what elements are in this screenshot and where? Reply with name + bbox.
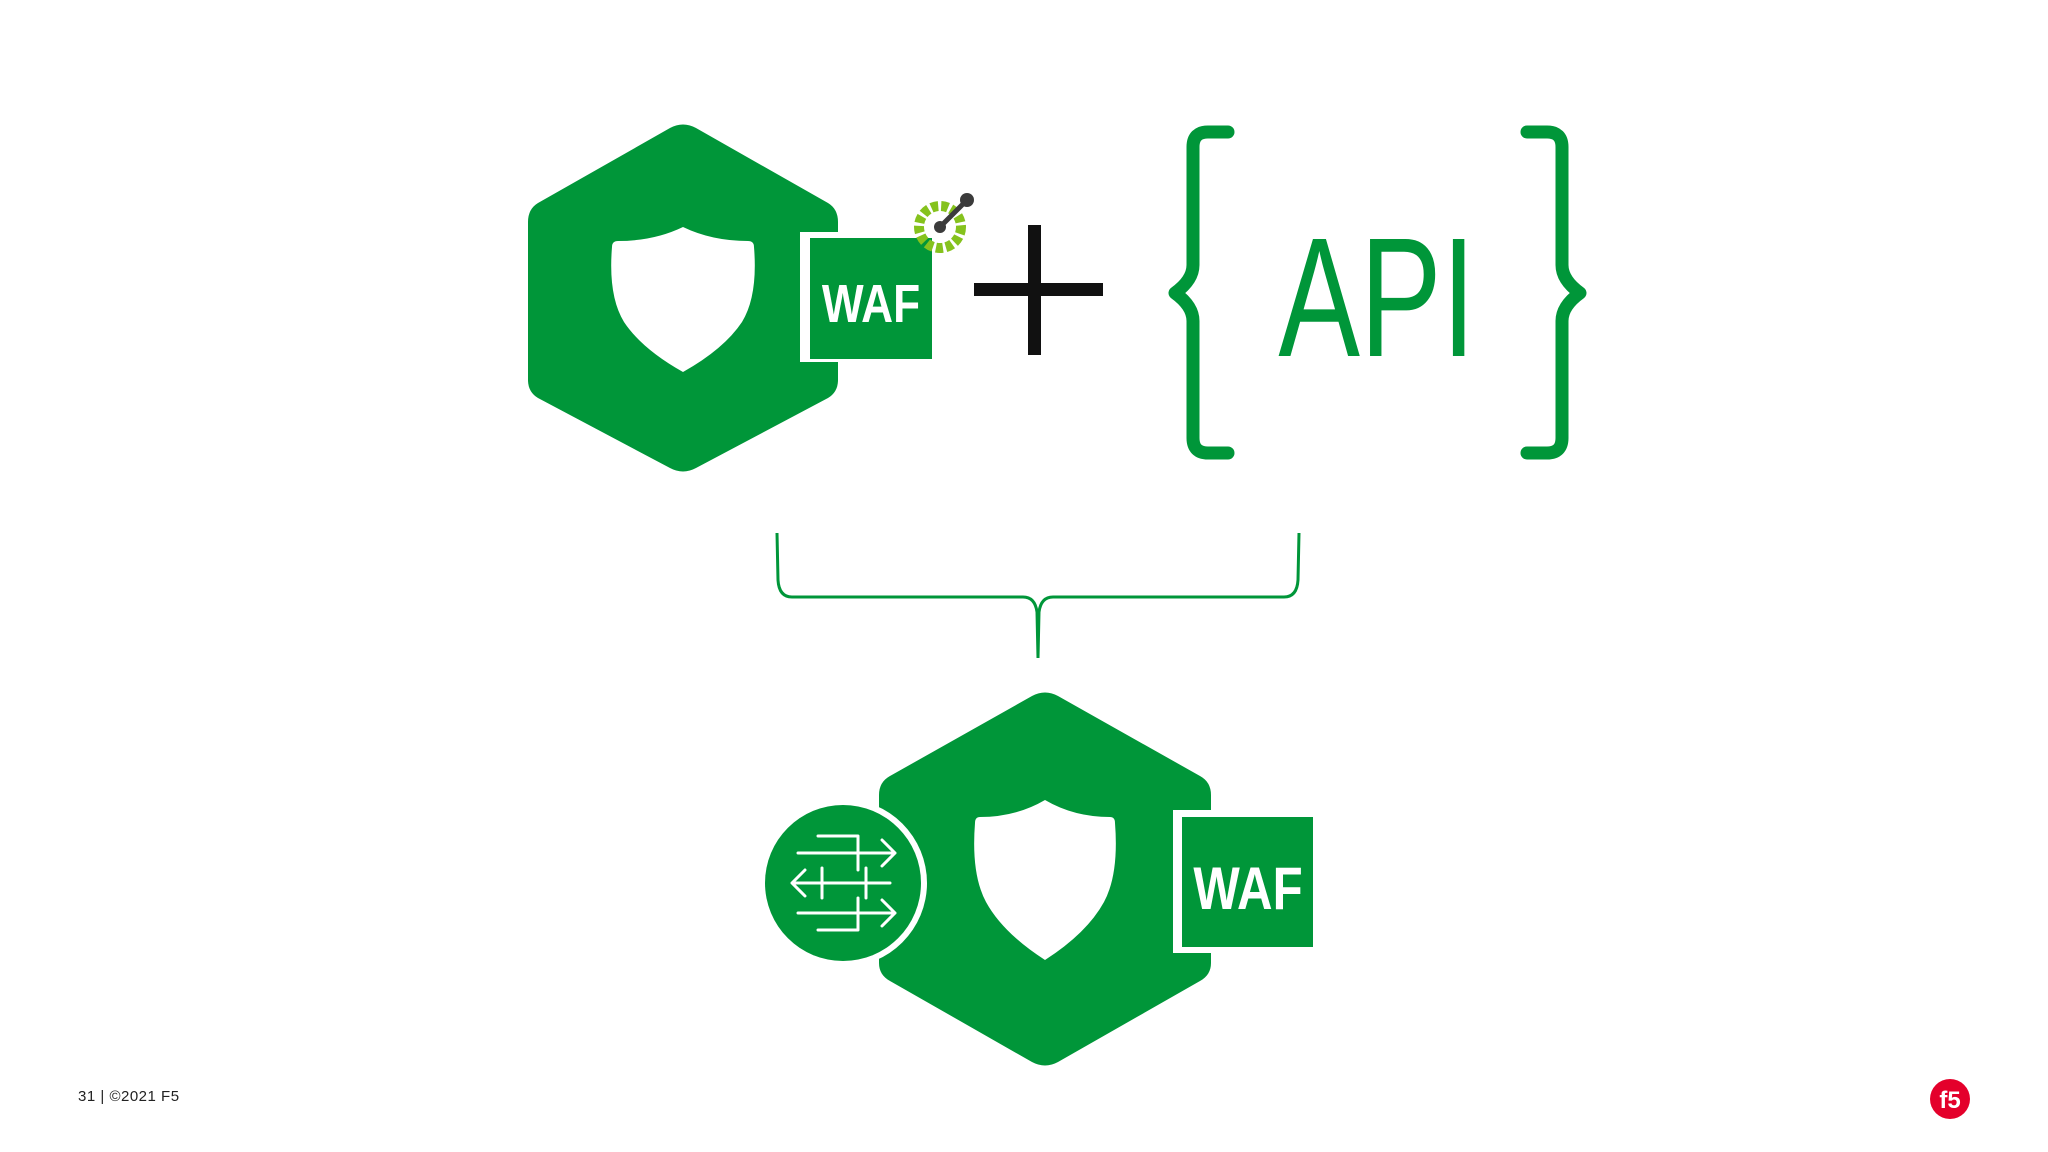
top-shield-icon: [611, 227, 755, 372]
bottom-waf-label: WAF: [1193, 854, 1302, 922]
top-waf-badge-box: [810, 238, 932, 359]
top-waf-hexagon-group: [528, 124, 838, 472]
left-curly-brace-icon: [1168, 125, 1235, 460]
slide-footer: 31 | ©2021 F5: [78, 1088, 180, 1105]
slide-number: 31: [78, 1088, 96, 1105]
api-label: API: [1278, 203, 1475, 392]
top-waf-label: WAF: [822, 274, 920, 334]
openapi-icon: [914, 193, 974, 253]
bottom-waf-hexagon-group: [879, 692, 1211, 1066]
api-group: API: [1168, 125, 1587, 460]
top-waf-badge: WAF: [800, 232, 936, 362]
merge-curly-bracket-icon: [775, 532, 1301, 659]
plus-icon: [974, 225, 1103, 355]
bottom-waf-badge: WAF: [1173, 810, 1317, 953]
bottom-waf-badge-box: [1182, 817, 1313, 947]
f5-logo: f5: [1930, 1079, 1970, 1119]
footer-separator: |: [100, 1088, 105, 1105]
api-gateway-arrows-icon: [759, 799, 927, 967]
f5-logo-circle: [1930, 1079, 1970, 1119]
bottom-shield-icon: [974, 800, 1116, 960]
right-curly-brace-icon: [1520, 125, 1587, 460]
copyright-text: ©2021 F5: [109, 1088, 180, 1105]
f5-logo-text: f5: [1939, 1087, 1960, 1114]
